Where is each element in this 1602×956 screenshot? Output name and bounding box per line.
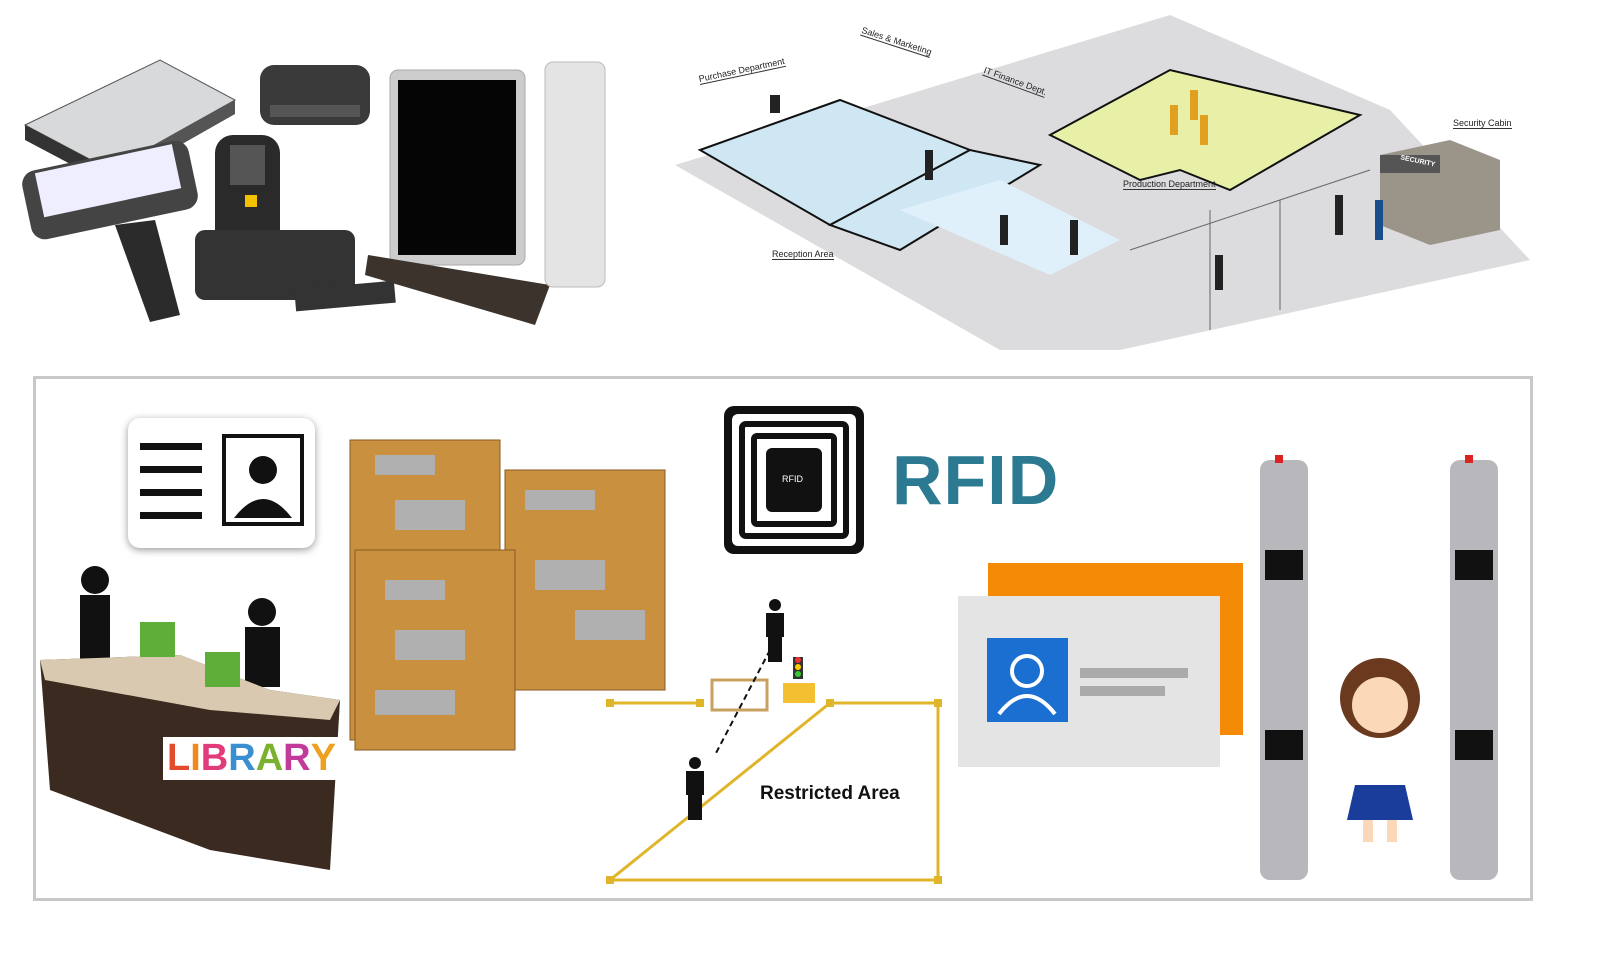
people-icons xyxy=(770,95,1383,290)
rfid-devices-image xyxy=(20,50,620,340)
avatar-icon xyxy=(987,638,1068,722)
library-sign-letter: I xyxy=(190,737,201,779)
workers-icons xyxy=(1170,90,1208,145)
usb-reader-icon xyxy=(260,65,370,125)
library-sign-letter: B xyxy=(200,737,229,779)
restricted-area-label: Restricted Area xyxy=(760,783,900,804)
card-icon xyxy=(294,280,396,312)
library-sign-letter: L xyxy=(167,737,191,779)
girl-icon xyxy=(1340,658,1420,842)
security-cabin-icon xyxy=(1380,140,1500,245)
restricted-area-diagram xyxy=(600,595,950,890)
library-sign-letter: R xyxy=(283,737,311,779)
office-rfid-diagram: Purchase Department Sales & Marketing IT… xyxy=(670,10,1540,355)
label-reception-area: Reception Area xyxy=(772,249,834,260)
rfid-title: RFID xyxy=(892,441,1060,519)
id-card-image xyxy=(958,563,1248,773)
handheld-reader-icon xyxy=(22,140,198,322)
mat-antenna-icon xyxy=(365,255,550,325)
rfid-chip-label: RFID xyxy=(782,474,803,484)
library-sign-letter: Y xyxy=(310,737,336,779)
rfid-applications-panel xyxy=(33,376,1533,901)
rfid-tag-icon: RFID xyxy=(722,404,866,556)
tall-antenna-icon xyxy=(544,61,606,288)
label-production-department: Production Department xyxy=(1123,179,1216,190)
library-sign-letter: R xyxy=(228,737,256,779)
panel-antenna-icon xyxy=(389,69,526,266)
library-sign-letter: A xyxy=(255,737,284,779)
id-profile-icon xyxy=(128,418,315,548)
label-security-cabin: Security Cabin xyxy=(1453,118,1512,129)
person-icon xyxy=(686,599,784,820)
library-desk-image xyxy=(40,560,340,875)
wearable-reader-icon xyxy=(195,135,355,300)
library-sign: LIBRARY xyxy=(163,737,340,780)
bookshelves-image xyxy=(335,430,675,760)
security-gates-image xyxy=(1245,450,1535,895)
